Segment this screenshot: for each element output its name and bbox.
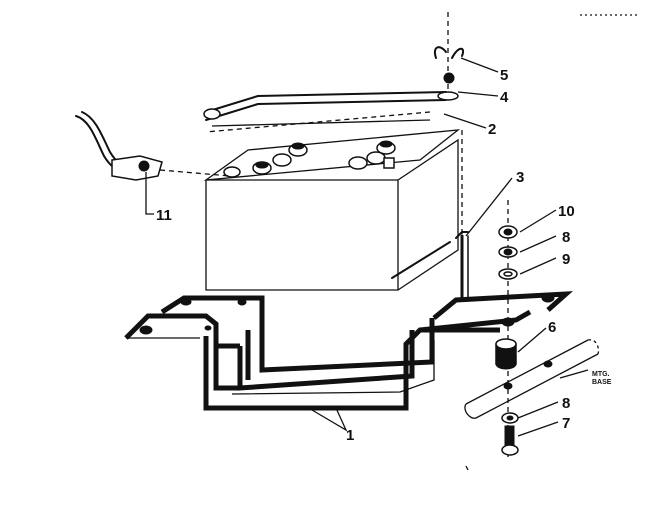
callout-1: 1 — [346, 427, 354, 444]
spacer — [495, 338, 517, 370]
callout-5: 5 — [500, 67, 508, 84]
battery-side — [397, 138, 459, 291]
lock-washer — [437, 91, 459, 101]
callout-9: 9 — [562, 251, 570, 268]
callout-leaders — [145, 57, 589, 437]
flat-washer-9 — [498, 268, 518, 280]
callout-7: 7 — [562, 415, 570, 432]
callout-8-lower: 8 — [562, 395, 570, 412]
mounting-base-label-line-2: BASE — [592, 379, 612, 386]
battery-cable — [75, 111, 231, 181]
callout-6: 6 — [548, 319, 556, 336]
mounting-base-label-line-1: MTG. — [592, 371, 610, 378]
battery-top — [203, 129, 461, 181]
nut-10 — [498, 225, 518, 239]
mounting-base — [464, 339, 600, 419]
callout-4: 4 — [500, 89, 509, 106]
mounting-bracket — [124, 291, 574, 411]
battery — [203, 129, 461, 291]
cable-clamp — [111, 155, 163, 181]
wing-nut — [434, 46, 464, 84]
battery-front — [205, 180, 399, 291]
hold-down-bar — [203, 91, 447, 133]
stray-mark — [465, 465, 469, 471]
j-bolt — [455, 231, 469, 300]
cell-caps — [223, 140, 396, 178]
callout-3: 3 — [516, 169, 524, 186]
lock-washer-8-lower — [501, 412, 519, 424]
callout-11: 11 — [156, 207, 172, 224]
bolt-7 — [501, 425, 519, 456]
callout-2: 2 — [488, 121, 496, 138]
lock-washer-8-upper — [498, 246, 518, 258]
callout-10: 10 — [558, 203, 575, 220]
callout-8-upper: 8 — [562, 229, 570, 246]
